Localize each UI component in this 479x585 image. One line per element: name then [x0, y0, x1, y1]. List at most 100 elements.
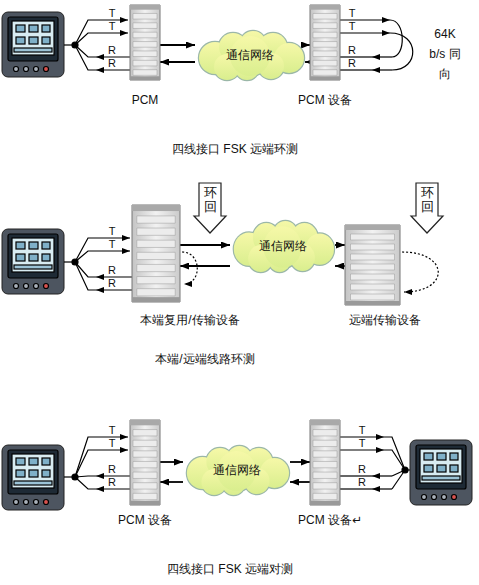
loopback-marker: 环回 — [410, 182, 444, 234]
device-label: 远端传输设备 — [349, 313, 421, 327]
signal-name: T — [349, 21, 356, 32]
device-label: 本端复用/传输设备 — [140, 313, 239, 327]
wire — [405, 469, 410, 470]
signal-name: T — [359, 438, 366, 449]
network-cloud: 通信网络 — [195, 30, 305, 80]
wire — [75, 437, 128, 477]
signal-name: R — [108, 464, 116, 475]
wire — [75, 262, 96, 290]
wire — [96, 289, 132, 290]
equipment-rack: 本端复用/传输设备 — [132, 205, 180, 302]
signal-name: R — [358, 477, 366, 488]
signal-link — [290, 481, 310, 483]
wire — [75, 477, 96, 489]
rack-symbol — [345, 225, 400, 305]
signal-link — [290, 461, 310, 463]
network-cloud: 通信网络 — [230, 220, 335, 272]
test-instrument — [2, 12, 64, 77]
rack-symbol — [310, 5, 340, 80]
equipment-rack: PCM 设备 — [310, 5, 340, 80]
figure-caption: 本端/远端线路环测 — [155, 352, 254, 366]
rack-symbol — [130, 420, 160, 505]
signal-link — [305, 61, 310, 63]
rate-note: 64K b/s 同向 — [428, 24, 462, 84]
device-label: PCM 设备↵ — [298, 513, 362, 527]
figure-caption: 四线接口 FSK 远端对测 — [167, 562, 293, 576]
signal-link — [180, 244, 230, 246]
wire — [340, 69, 372, 70]
wire — [340, 449, 384, 450]
wire — [340, 56, 372, 57]
network-label: 通信网络 — [226, 47, 274, 64]
wire — [340, 32, 390, 33]
wire — [96, 488, 130, 489]
signal-name: T — [109, 21, 116, 32]
signal-name: R — [348, 58, 356, 69]
wire — [340, 475, 372, 476]
wires — [2, 12, 472, 510]
signal-name: R — [108, 477, 116, 488]
device-label: PCM — [132, 93, 159, 107]
signal-name: T — [109, 239, 116, 250]
junction-dot — [72, 259, 78, 265]
signal-name: R — [108, 278, 116, 289]
loopback-wire — [390, 20, 402, 57]
signal-name: R — [108, 58, 116, 69]
wire — [372, 488, 392, 489]
network-label: 通信网络 — [259, 238, 307, 255]
device-label: PCM 设备 — [298, 93, 352, 107]
rack-symbol — [130, 5, 160, 80]
signal-name: T — [349, 8, 356, 19]
wire — [340, 19, 390, 20]
signal-name: T — [109, 438, 116, 449]
test-instrument — [2, 229, 64, 294]
equipment-rack: PCM 设备 — [130, 420, 160, 505]
wire — [384, 450, 405, 470]
wire — [75, 20, 128, 45]
wire — [372, 475, 392, 476]
junction-dot — [72, 474, 78, 480]
wire — [75, 33, 128, 45]
wire — [96, 69, 130, 70]
loopback-path — [182, 252, 197, 284]
network-label: 通信网络 — [213, 462, 261, 479]
wire — [372, 69, 392, 70]
signal-name: R — [108, 45, 116, 56]
loopback-label: 环回 — [204, 186, 217, 215]
test-instrument — [2, 445, 64, 510]
junction-dot — [72, 42, 78, 48]
signal-name: R — [348, 45, 356, 56]
signal-link — [160, 44, 195, 46]
signal-name: T — [109, 8, 116, 19]
equipment-rack: PCM 设备↵ — [310, 420, 340, 505]
network-cloud: 通信网络 — [183, 445, 290, 495]
rack-symbol — [132, 205, 180, 302]
signal-name: R — [358, 464, 366, 475]
signal-link — [160, 481, 183, 483]
wire — [372, 56, 392, 57]
loopback-label: 环回 — [421, 186, 434, 215]
signal-link — [305, 44, 310, 46]
wire — [75, 238, 130, 262]
figure-caption: 四线接口 FSK 远端环测 — [172, 142, 298, 156]
wire — [75, 450, 128, 477]
loopback-marker: 环回 — [193, 182, 227, 234]
wire — [340, 488, 372, 489]
rack-symbol — [310, 420, 340, 505]
signal-name: T — [109, 425, 116, 436]
signal-link — [180, 265, 230, 267]
signal-link — [335, 244, 345, 246]
signal-name: T — [359, 425, 366, 436]
wire — [75, 45, 96, 70]
test-instrument — [410, 440, 472, 505]
signal-link — [160, 61, 195, 63]
loopback-wire — [390, 33, 413, 70]
signal-link — [160, 461, 183, 463]
equipment-rack: PCM — [130, 5, 160, 80]
wire — [75, 251, 130, 262]
wire — [384, 437, 405, 470]
